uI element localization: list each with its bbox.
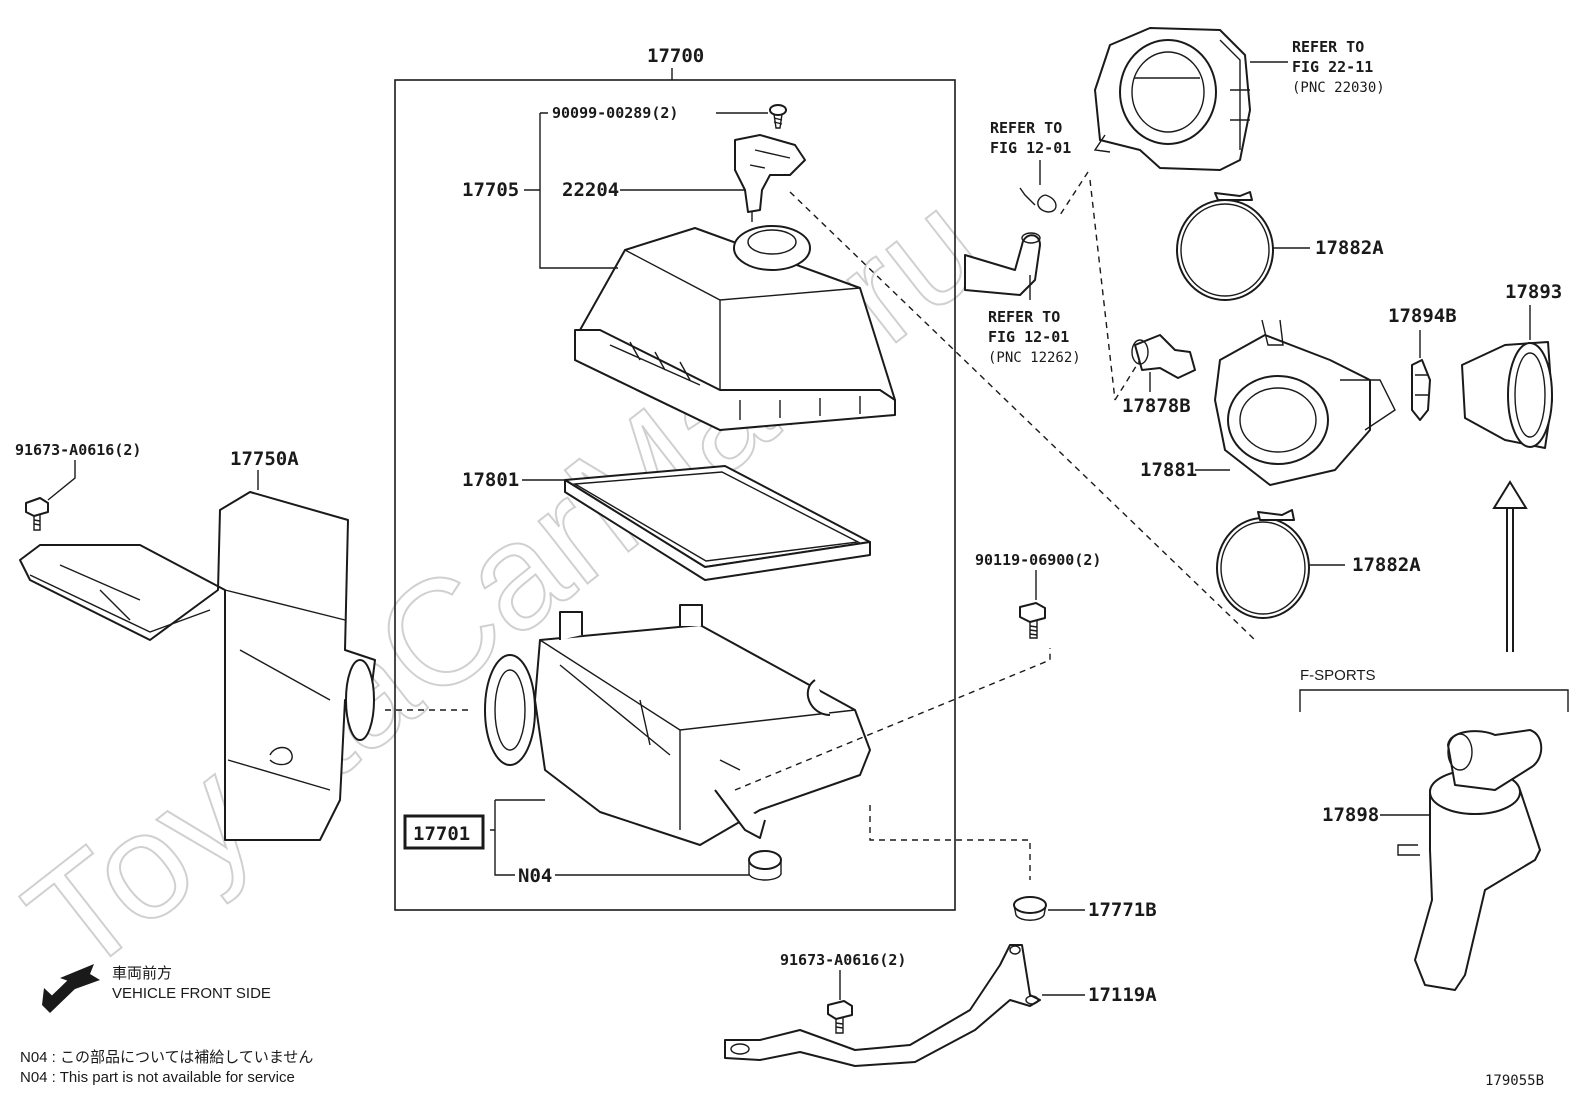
- label-91673-a0616-left[interactable]: 91673-A0616(2): [15, 441, 141, 459]
- label-17878b[interactable]: 17878B: [1122, 395, 1191, 417]
- label-91673-a0616-bottom[interactable]: 91673-A0616(2): [780, 951, 906, 969]
- intake-hose-17881[interactable]: [1214, 319, 1396, 486]
- ref-throttle-line2: FIG 22-11: [1292, 58, 1373, 76]
- case-to-bolt-dash: [734, 648, 1051, 791]
- bolt-left-leader: [47, 460, 76, 501]
- hose-clip-reference[interactable]: [1019, 187, 1057, 213]
- label-17882a-bottom[interactable]: 17882A: [1352, 554, 1421, 576]
- label-17705[interactable]: 17705: [462, 179, 519, 201]
- bolt-91673-bottom[interactable]: [827, 1000, 853, 1034]
- bolt-90119[interactable]: [1019, 602, 1046, 639]
- clip-17894b[interactable]: [1411, 359, 1431, 421]
- ref-throttle-line1: REFER TO: [1292, 38, 1364, 56]
- highlight-box-17701: [403, 814, 485, 850]
- resonator-17898[interactable]: [1397, 729, 1543, 991]
- label-17801[interactable]: 17801: [462, 469, 519, 491]
- label-90119-06900[interactable]: 90119-06900(2): [975, 551, 1101, 569]
- sensor-to-clamp-dash: [789, 191, 1256, 641]
- up-arrow: [1492, 480, 1528, 652]
- duct-17893[interactable]: [1461, 341, 1553, 449]
- air-cleaner-lid[interactable]: [574, 225, 896, 431]
- air-inlet-duct[interactable]: [19, 491, 376, 841]
- clip-dash: [1059, 171, 1141, 401]
- bolt-91673-left[interactable]: [25, 497, 49, 531]
- note-jp: N04 : この部品については補給していません: [20, 1049, 313, 1066]
- label-n04[interactable]: N04: [518, 865, 552, 887]
- ref-1201a-line2: FIG 12-01: [990, 139, 1071, 157]
- label-17882a-top[interactable]: 17882A: [1315, 237, 1384, 259]
- hose-fitting-17878b[interactable]: [1131, 334, 1196, 379]
- ref-1201b-line3: (PNC 12262): [988, 350, 1081, 366]
- bracket-17119a[interactable]: [724, 944, 1041, 1067]
- label-17881[interactable]: 17881: [1140, 459, 1197, 481]
- f-sports-label: F-SPORTS: [1300, 667, 1376, 684]
- grommet-17771b[interactable]: [1013, 896, 1047, 921]
- label-17894b[interactable]: 17894B: [1388, 305, 1457, 327]
- label-17119a[interactable]: 17119A: [1088, 984, 1157, 1006]
- ref-throttle-line3: (PNC 22030): [1292, 80, 1385, 96]
- direction-en: VEHICLE FRONT SIDE: [112, 985, 271, 1002]
- label-17701[interactable]: 17701: [413, 823, 470, 845]
- case-bracket-leader: [490, 800, 515, 876]
- lid-bracket-leader: [539, 113, 618, 269]
- note-en: N04 : This part is not available for ser…: [20, 1069, 295, 1086]
- label-17898[interactable]: 17898: [1322, 804, 1379, 826]
- f-sports-bracket: [1299, 689, 1569, 712]
- hose-clamp-top[interactable]: [1176, 191, 1274, 301]
- mass-air-flow-sensor[interactable]: [734, 134, 806, 222]
- ref-1201b-line2: FIG 12-01: [988, 328, 1069, 346]
- hose-clamp-bottom[interactable]: [1216, 509, 1310, 619]
- air-cleaner-case[interactable]: [484, 604, 871, 846]
- label-22204[interactable]: 22204: [562, 179, 619, 201]
- label-17750a[interactable]: 17750A: [230, 448, 299, 470]
- throttle-body-reference[interactable]: [1093, 27, 1251, 171]
- assembly-frame: [394, 79, 956, 911]
- label-17771b[interactable]: 17771B: [1088, 899, 1157, 921]
- screw-90099[interactable]: [769, 104, 787, 129]
- air-filter-element[interactable]: [564, 465, 871, 581]
- label-17893[interactable]: 17893: [1505, 281, 1562, 303]
- n04-cushion[interactable]: [748, 850, 782, 881]
- ref-1201a-line1: REFER TO: [990, 119, 1062, 137]
- diagram-code: 179055B: [1485, 1073, 1544, 1089]
- case-to-grommet-dash: [869, 805, 1031, 880]
- direction-jp: 車両前方: [112, 965, 172, 982]
- label-90099-00289[interactable]: 90099-00289(2): [552, 104, 678, 122]
- ref-1201b-line1: REFER TO: [988, 308, 1060, 326]
- label-17700[interactable]: 17700: [647, 45, 704, 67]
- breather-hose-reference[interactable]: [964, 232, 1041, 296]
- vehicle-front-arrow-icon: [42, 964, 100, 1013]
